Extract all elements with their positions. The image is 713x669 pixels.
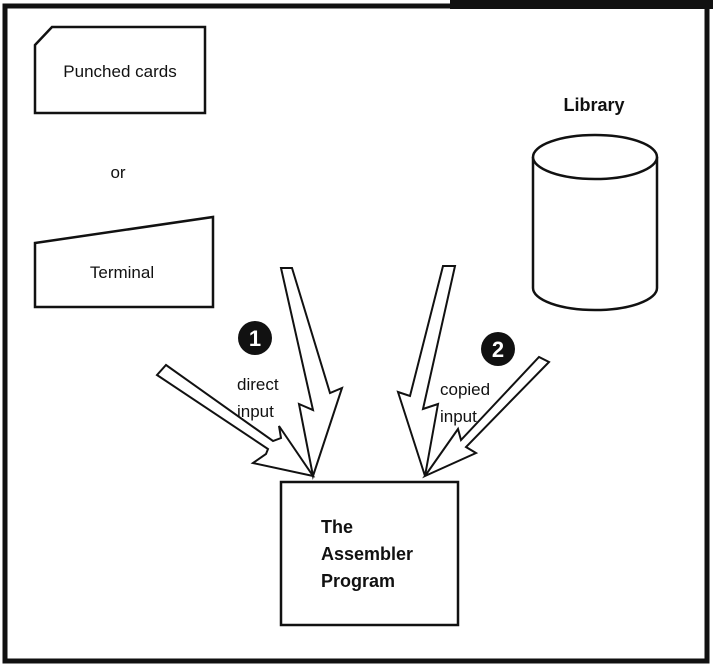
program-line-3: Program xyxy=(321,571,395,591)
copied-input-label-line2: input xyxy=(440,407,477,426)
top-right-tab xyxy=(450,0,713,9)
program-line-2: Assembler xyxy=(321,544,413,564)
terminal-node: Terminal xyxy=(33,215,215,309)
assembler-program-node: The Assembler Program xyxy=(279,480,460,627)
badge-2 xyxy=(481,332,515,366)
badge-1-number: 1 xyxy=(249,326,261,351)
copied-input-flow: 2 copied input xyxy=(396,265,551,479)
badge-2-number: 2 xyxy=(492,337,504,362)
direct-input-arrow xyxy=(155,363,316,478)
punched-cards-label: Punched cards xyxy=(63,62,176,81)
direct-input-label-line1: direct xyxy=(237,375,279,394)
direct-input-arrow-upper xyxy=(279,267,344,480)
punched-card-shape xyxy=(33,25,207,115)
direct-input-label-line2: input xyxy=(237,402,274,421)
library-node: Library xyxy=(531,95,659,312)
direct-input-flow: 1 direct input xyxy=(155,267,344,480)
diagram-frame xyxy=(2,3,710,664)
assembler-program-box xyxy=(279,480,460,627)
copied-input-arrow-upper xyxy=(396,265,457,477)
program-line-1: The xyxy=(321,517,353,537)
library-cylinder-top xyxy=(531,133,659,181)
or-label: or xyxy=(110,163,125,182)
punched-cards-node: Punched cards xyxy=(33,25,207,115)
library-cylinder-body xyxy=(531,157,659,312)
terminal-shape xyxy=(33,215,215,309)
copied-input-arrow xyxy=(422,355,551,479)
copied-input-label-line1: copied xyxy=(440,380,490,399)
terminal-label: Terminal xyxy=(90,263,154,282)
badge-1 xyxy=(238,321,272,355)
library-label: Library xyxy=(563,95,624,115)
